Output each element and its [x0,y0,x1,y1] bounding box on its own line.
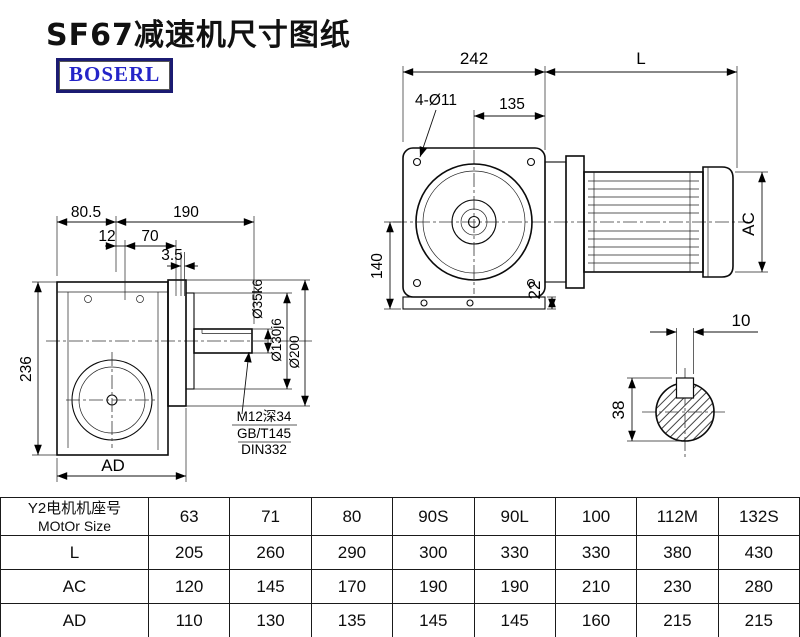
dim-22: 22 [525,281,544,300]
cell: 110 [147,603,231,637]
motor-size-table: Y2电机机座号 MOtOr Size 63 71 80 90S 90L 100 … [0,497,800,637]
cell: 430 [717,535,800,570]
dim-3-5: 3.5 [161,247,183,264]
dim-242: 242 [460,49,488,68]
cell: 260 [229,535,312,570]
brand-badge: BOSERL [56,58,174,93]
side-view-dimensions: 80.5 190 12 70 3.5 236 AD Ø [18,204,310,482]
dim-dia-flange: Ø200 [287,335,302,368]
dim-236: 236 [18,356,35,382]
dim-80-5: 80.5 [71,204,101,221]
front-view [393,147,748,310]
base-hole [420,299,428,307]
col-header: 80 [310,497,394,536]
table-row-AC: AC 120 145 170 190 190 210 230 280 [0,569,800,604]
cell: 330 [473,535,556,570]
hub-circle-inner [460,208,488,236]
housing-base [402,296,546,310]
housing-bolt [136,295,144,303]
dim-dia-shaft: Ø35k6 [250,279,265,319]
cell: 205 [147,535,231,570]
gearbox-profile [56,281,169,456]
base-hole [466,299,474,307]
table-header-row: Y2电机机座号 MOtOr Size 63 71 80 90S 90L 100 … [0,497,800,536]
cell: 215 [636,603,719,637]
col-header: 90S [392,497,475,536]
cell: 130 [229,603,312,637]
table-row-L: L 205 260 290 300 330 330 380 430 [0,535,800,570]
dim-140: 140 [369,253,386,279]
cell: 120 [147,569,231,604]
input-shaft [193,328,253,354]
col-header: 112M [636,497,719,536]
dim-L: L [636,49,645,68]
shaft-end-view: 10 38 [609,311,758,458]
dim-70: 70 [141,228,159,245]
header-label-en: MOtOr Size [37,517,112,534]
row-label: AD [0,603,149,637]
cell: 190 [392,569,475,604]
center-bore [467,215,481,229]
dim-AC: AC [739,212,758,236]
bolt-hole [526,278,536,288]
motor-fins [588,172,699,272]
dim-12: 12 [98,228,115,245]
col-header: 71 [229,497,312,536]
dim-key-height: 38 [609,401,628,420]
col-header: 63 [147,497,231,536]
cell: 280 [717,569,800,604]
col-header: 132S [717,497,800,536]
cell: 170 [310,569,394,604]
row-label: AC [0,569,149,604]
brand-label: BOSERL [69,62,161,86]
bolt-hole [412,157,422,167]
bolt-hole [526,157,536,167]
cell: 145 [392,603,475,637]
dim-key-width: 10 [732,311,751,330]
cell: 135 [310,603,394,637]
cell: 300 [392,535,475,570]
cell: 230 [636,569,719,604]
shaft-keyway [201,329,252,334]
cell: 210 [554,569,638,604]
cell: 290 [310,535,394,570]
key [675,377,695,399]
note-standard-1: GB/T145 [237,426,291,441]
table-row-AD: AD 110 130 135 145 145 160 215 215 [0,603,800,637]
dim-135: 135 [499,96,525,113]
dim-190: 190 [173,204,199,221]
cell: 160 [554,603,638,637]
cell: 145 [473,603,556,637]
technical-drawing: 242 L 4-Ø11 135 140 22 AC [18,49,768,482]
page-title: SF67减速机尺寸图纸 [46,18,351,53]
input-flange [167,279,187,407]
cell: 190 [473,569,556,604]
note-tap-hole: M12深34 [237,409,292,424]
casting-lines [57,291,168,450]
note-standard-2: DIN332 [241,442,287,457]
col-header: 100 [554,497,638,536]
table-header-motor-size: Y2电机机座号 MOtOr Size [0,497,149,536]
flange-circle-inner [422,170,526,274]
side-view [46,279,312,456]
cell: 145 [229,569,312,604]
fan-cover [702,166,734,278]
dim-AD: AD [101,456,125,475]
front-view-dimensions: 242 L 4-Ø11 135 140 22 AC [369,49,768,310]
housing-bolt [84,295,92,303]
header-label-cn: Y2电机机座号 [27,499,122,517]
cell: 330 [554,535,638,570]
cell: 380 [636,535,719,570]
flange-circle-outer [415,163,533,281]
dim-bolt-holes: 4-Ø11 [415,92,457,109]
row-label: L [0,535,149,570]
dim-dia-spigot: Ø130j6 [269,318,284,362]
bolt-hole [412,278,422,288]
col-header: 90L [473,497,556,536]
cell: 215 [717,603,800,637]
hub-circle [451,199,497,245]
